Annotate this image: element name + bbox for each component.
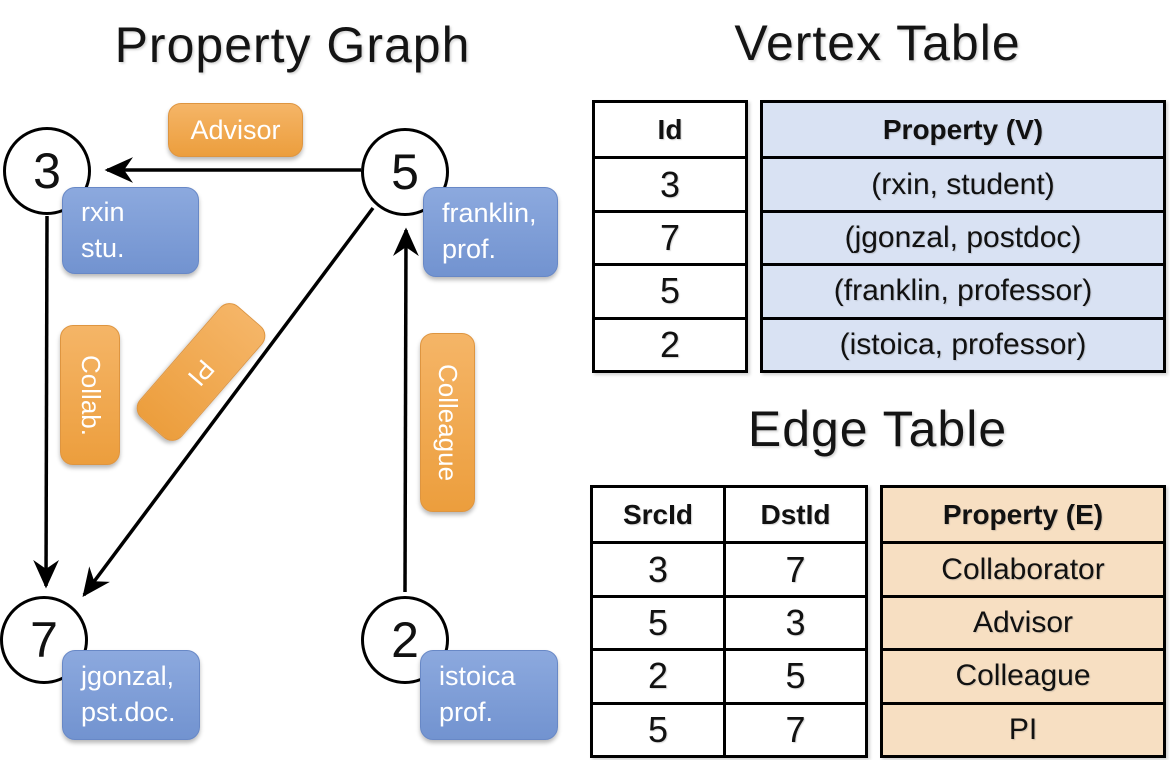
edge-label-advisor-text: Advisor [190, 114, 281, 145]
vertex-label-istoica-line2: prof. [439, 697, 494, 727]
edge-table-title: Edge Table [747, 401, 1008, 457]
edge-table-dst-cell: 7 [723, 701, 865, 755]
vertex-table-id-cell: 3 [595, 156, 745, 209]
vertex-label-jgonzal: jgonzal, pst.doc. [62, 650, 200, 740]
vertex-node-7-id: 7 [30, 612, 58, 668]
vertex-node-5-id: 5 [391, 144, 419, 200]
vertex-label-rxin: rxin stu. [62, 187, 199, 274]
edge-table-src-header: SrcId [622, 498, 694, 530]
vertex-table-title: Vertex Table [734, 15, 1021, 71]
edge-label-collab: Collab. [60, 325, 120, 465]
edge-table-src-cell: 5 [593, 594, 723, 648]
vertex-table-id-column: Id 3 7 5 2 [592, 100, 748, 373]
edge-table-dst-cell: 7 [723, 541, 865, 595]
vertex-label-jgonzal-line1: jgonzal, [81, 661, 175, 692]
vertex-label-jgonzal-line2: pst.doc. [81, 697, 176, 727]
vertex-table-property-cell: (jgonzal, postdoc) [763, 209, 1163, 264]
edge-table-dst-cell: 3 [723, 594, 865, 649]
vertex-table-property-cell: (franklin, professor) [763, 263, 1163, 317]
vertex-node-2-id: 2 [391, 612, 419, 668]
edge-table-property-cell: Advisor [883, 594, 1163, 649]
vertex-label-istoica-line1: istoica [439, 661, 516, 692]
edge-table-property-column: Property (E) Collaborator Advisor Collea… [880, 485, 1166, 758]
vertex-table-property-cell: (istoica, professor) [763, 316, 1163, 370]
vertex-table-property-column: Property (V) (rxin, student) (jgonzal, p… [760, 100, 1166, 373]
edge-label-pi-text: PI [181, 353, 221, 392]
vertex-label-rxin-line2: stu. [81, 232, 125, 263]
vertex-label-franklin-line1: franklin, [442, 198, 537, 229]
vertex-label-franklin: franklin, prof. [423, 187, 558, 277]
vertex-node-2: 2 [361, 596, 449, 684]
vertex-table-property-cell: (rxin, student) [763, 156, 1163, 210]
vertex-table-id-cell: 7 [595, 209, 745, 263]
vertex-node-3-id: 3 [33, 143, 61, 199]
edge-collab-3-to-7 [33, 215, 59, 589]
edge-pi-5-to-7 [82, 206, 375, 597]
edge-table-property-cell: PI [883, 701, 1163, 755]
edge-table-id-columns: SrcId DstId 3 7 5 3 2 5 5 7 [590, 485, 868, 758]
vertex-table-id-cell: 5 [595, 263, 745, 316]
edge-table-property-cell: Colleague [883, 648, 1163, 702]
edge-label-colleague-text: Colleague [433, 363, 463, 482]
vertex-label-rxin-line1: rxin [81, 196, 125, 227]
vertex-label-istoica: istoica prof. [420, 650, 558, 740]
edge-table-dst-header: DstId [723, 488, 865, 542]
edge-table-src-cell: 5 [593, 701, 723, 755]
edge-label-colleague: Colleague [420, 333, 475, 512]
edge-table-src-cell: 2 [593, 648, 723, 701]
vertex-table-id-cell: 2 [595, 316, 745, 370]
vertex-node-5: 5 [361, 128, 449, 216]
edge-label-collab-text: Collab. [75, 354, 106, 436]
edge-colleague-2-to-5 [393, 227, 419, 593]
vertex-table-property-header: Property (V) [763, 103, 1163, 157]
edge-table-property-cell: Collaborator [883, 541, 1163, 595]
property-graph-title: Property Graph [114, 17, 471, 73]
edge-table-property-header: Property (E) [883, 488, 1163, 542]
edge-table-src-cell: 3 [593, 541, 723, 594]
vertex-table-id-header: Id [657, 113, 683, 145]
graph-edges-layer [33, 157, 419, 597]
edge-label-advisor: Advisor [168, 103, 303, 157]
vertex-label-franklin-line2: prof. [442, 234, 497, 264]
edge-table-dst-cell: 5 [723, 648, 865, 702]
